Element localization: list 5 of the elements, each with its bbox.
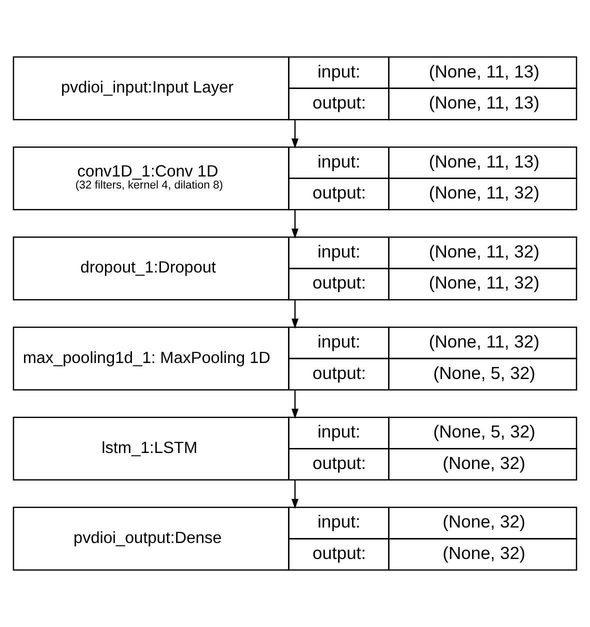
arrow <box>291 300 299 329</box>
arrow <box>291 210 299 239</box>
arrow <box>291 390 299 419</box>
arrow <box>291 120 299 149</box>
arrow <box>291 480 299 509</box>
